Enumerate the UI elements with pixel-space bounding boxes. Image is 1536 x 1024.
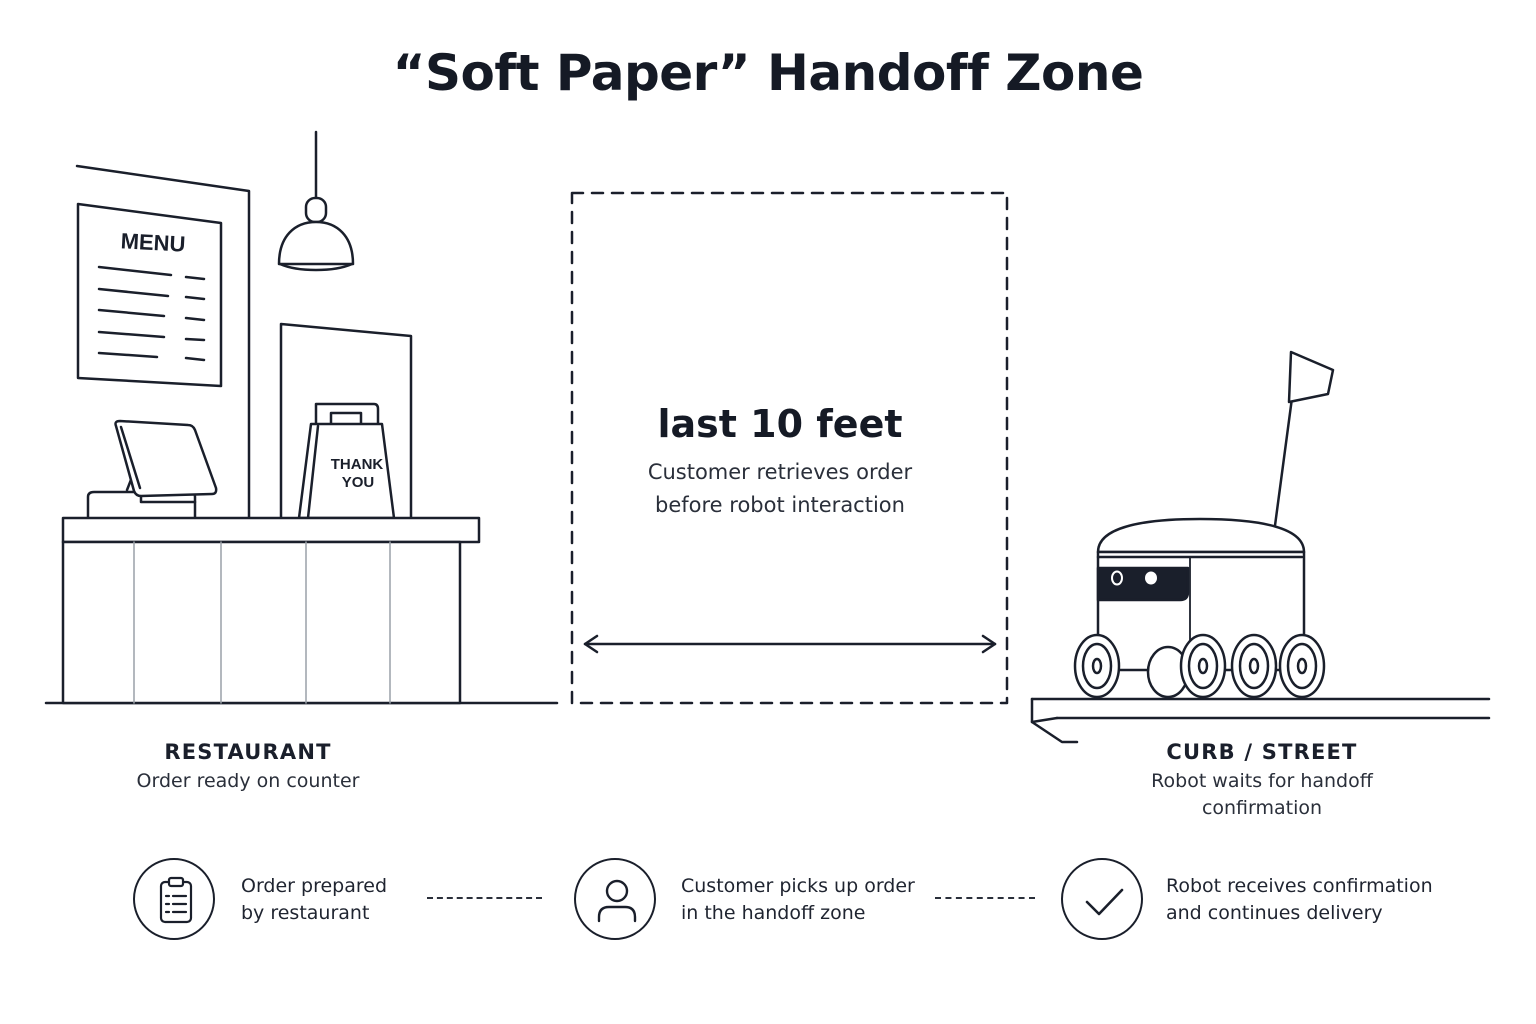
distance-arrow — [583, 634, 997, 654]
page-title: “Soft Paper” Handoff Zone — [392, 44, 1144, 102]
zone-description-line2: before robot interaction — [655, 493, 905, 517]
step-1-line2: by restaurant — [241, 902, 370, 924]
delivery-robot-icon — [1073, 350, 1335, 699]
handoff-zone-box — [570, 191, 1009, 705]
bag-label-line1: THANK — [331, 456, 384, 473]
step-1-circle — [133, 858, 215, 940]
step-connector-1 — [427, 897, 542, 899]
step-3-line2: and continues delivery — [1166, 902, 1383, 924]
person-icon — [597, 879, 637, 923]
step-2-circle — [574, 858, 656, 940]
restaurant-caption: RESTAURANT Order ready on counter — [98, 740, 398, 795]
curb-description-line1: Robot waits for handoff — [1151, 770, 1373, 792]
step-1-text: Order prepared by restaurant — [241, 873, 511, 927]
step-1-line1: Order prepared — [241, 875, 388, 897]
restaurant-counter — [61, 516, 481, 705]
step-3-text: Robot receives confirmation and continue… — [1166, 873, 1436, 927]
step-2-line1: Customer picks up order — [681, 875, 915, 897]
curb — [1030, 697, 1491, 744]
menu-board — [76, 202, 223, 388]
restaurant-heading: RESTAURANT — [164, 740, 332, 764]
pendant-lamp — [277, 130, 355, 272]
step-2-line2: in the handoff zone — [681, 902, 866, 924]
zone-heading: last 10 feet — [657, 402, 903, 446]
pos-terminal-icon — [86, 419, 218, 520]
clipboard-icon — [159, 876, 193, 924]
step-3-circle — [1061, 858, 1143, 940]
menu-label: MENU — [120, 228, 186, 256]
zone-description: Customer retrieves order before robot in… — [580, 456, 980, 522]
step-2-text: Customer picks up order in the handoff z… — [681, 873, 951, 927]
checkmark-icon — [1085, 888, 1124, 916]
curb-caption: CURB / STREET Robot waits for handoff co… — [1112, 740, 1412, 822]
back-panel — [279, 322, 413, 520]
curb-heading: CURB / STREET — [1166, 740, 1358, 764]
bag-label-line2: YOU — [342, 474, 375, 491]
curb-description: Robot waits for handoff confirmation — [1112, 768, 1412, 822]
step-3-line1: Robot receives confirmation — [1166, 875, 1433, 897]
curb-description-line2: confirmation — [1201, 797, 1323, 819]
restaurant-description: Order ready on counter — [136, 770, 360, 792]
zone-description-line1: Customer retrieves order — [647, 460, 913, 484]
restaurant-wall — [75, 164, 251, 520]
step-connector-2 — [935, 897, 1035, 899]
handoff-zone-label: last 10 feet Customer retrieves order be… — [580, 402, 980, 522]
